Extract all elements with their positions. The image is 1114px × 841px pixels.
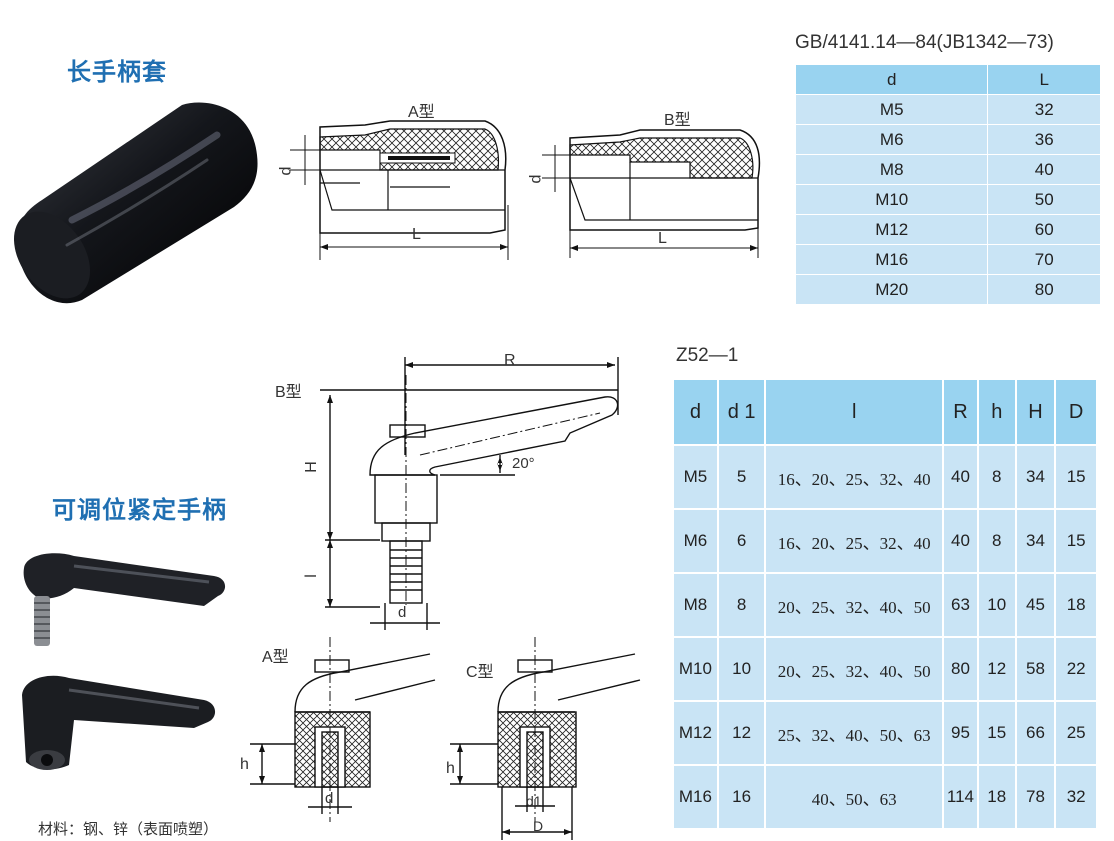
dim-L-label-b: L bbox=[658, 230, 667, 247]
material-note: 材料：钢、锌（表面喷塑） bbox=[38, 820, 219, 838]
header-d: d bbox=[794, 64, 989, 95]
header-L: L bbox=[987, 64, 1101, 95]
dim-d-label-a-lever: d bbox=[325, 790, 334, 807]
drawing-c-lever bbox=[450, 637, 641, 840]
drawing-a-long-handle bbox=[290, 120, 509, 260]
dim-L-label-a: L bbox=[412, 226, 421, 243]
dim-l-label: l bbox=[302, 574, 320, 578]
dim-h-label-c: h bbox=[446, 760, 455, 777]
drawing-a-lever bbox=[250, 637, 436, 822]
dim-h-label-a: h bbox=[240, 756, 249, 773]
dim-d-label-b: d bbox=[527, 174, 545, 184]
section2-standard: Z52—1 bbox=[676, 345, 739, 366]
header-h: h bbox=[976, 378, 1017, 446]
lever-handle-photo-top bbox=[23, 553, 226, 646]
drawing-a-label: A型 bbox=[408, 104, 435, 121]
header-d: d bbox=[672, 378, 719, 446]
section1-title: 长手柄套 bbox=[67, 58, 167, 86]
section2-title: 可调位紧定手柄 bbox=[52, 496, 227, 524]
drawing-a-lever-label: A型 bbox=[262, 649, 289, 666]
drawing-c-lever-label: C型 bbox=[466, 664, 494, 681]
dim-D-label: D bbox=[533, 818, 544, 834]
drawing-b-long-handle bbox=[542, 129, 761, 258]
section1-standard: GB/4141.14—84(JB1342—73) bbox=[795, 32, 1054, 53]
header-H: H bbox=[1014, 378, 1057, 446]
angle-label: 20° bbox=[512, 455, 535, 472]
drawing-b-label: B型 bbox=[664, 112, 691, 129]
header-d1: d 1 bbox=[716, 378, 767, 446]
dim-H-label: H bbox=[302, 461, 320, 473]
dim-d-lever-label: d bbox=[398, 604, 407, 621]
header-l: l bbox=[764, 378, 944, 446]
drawing-b-lever-label: B型 bbox=[275, 384, 302, 401]
dim-R-label: R bbox=[504, 352, 516, 369]
dim-d-label-a: d bbox=[277, 166, 295, 176]
drawing-b-lever bbox=[320, 357, 619, 630]
header-D: D bbox=[1054, 378, 1098, 446]
dim-d1-label: d1 bbox=[526, 793, 542, 809]
knob-photo bbox=[13, 102, 258, 304]
lever-handle-photo-bottom bbox=[22, 675, 216, 770]
header-R: R bbox=[942, 378, 979, 446]
